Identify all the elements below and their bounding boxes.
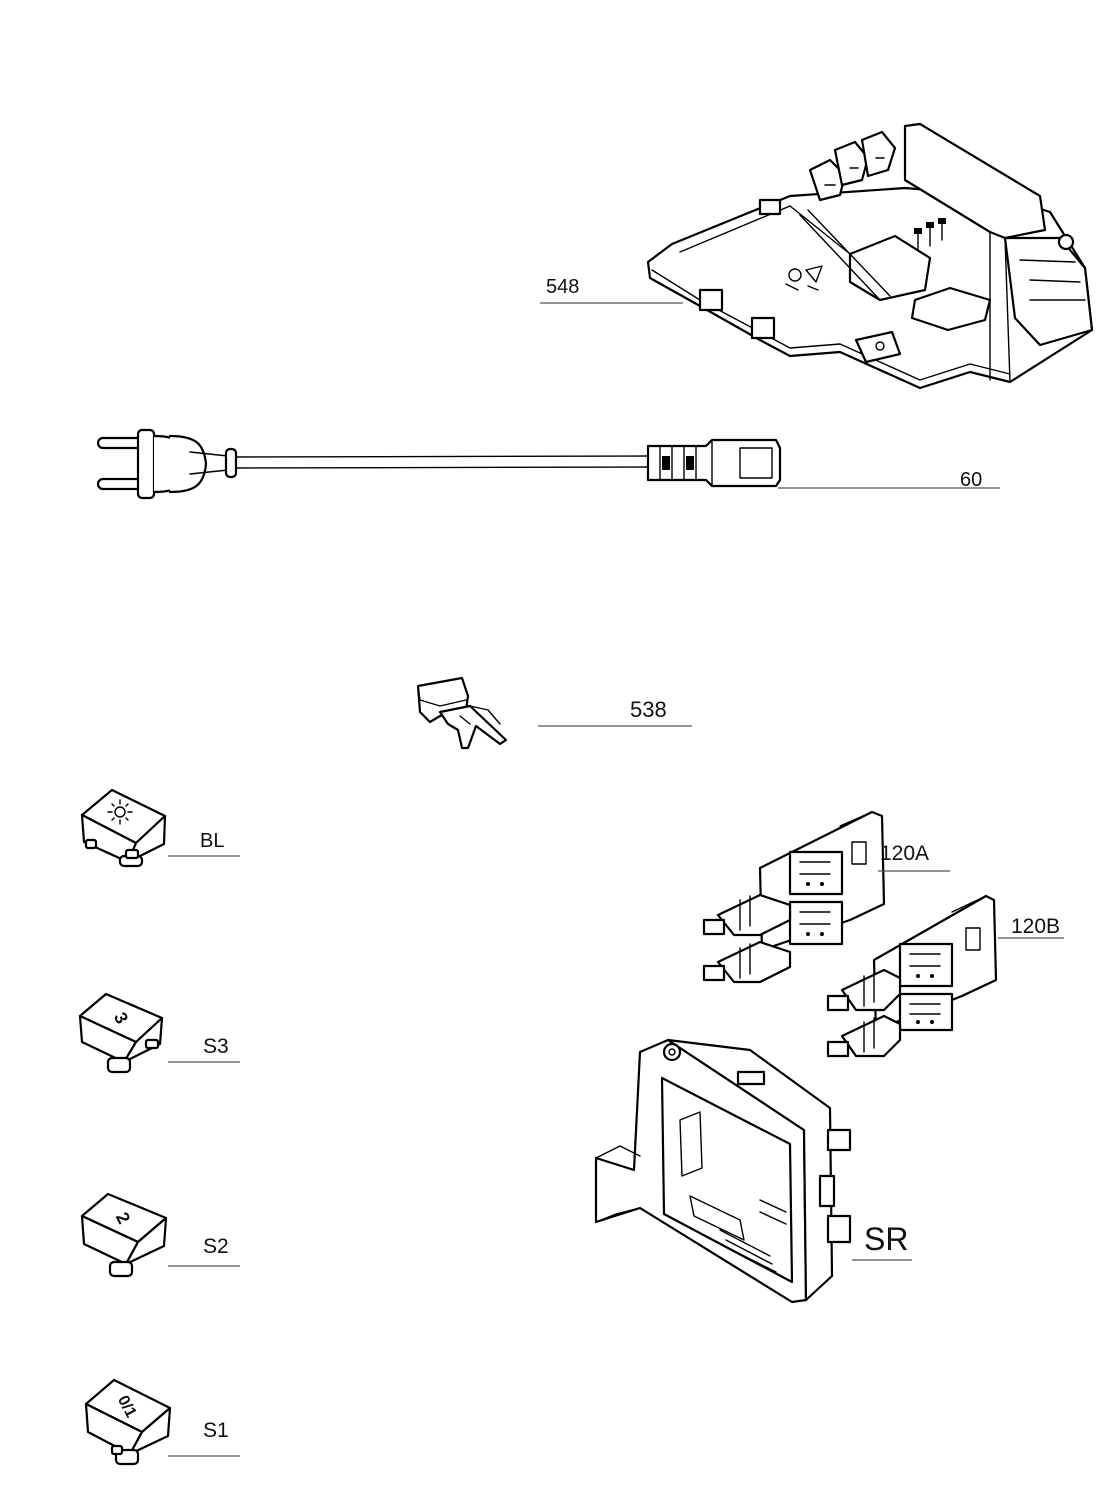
label-60: 60 [960,469,982,491]
part-548-housing [646,122,1094,390]
label-s2: S2 [203,1235,229,1258]
label-bl: BL [200,830,224,852]
part-bl-button [80,788,167,868]
label-s1: S1 [203,1419,229,1442]
part-120a-switch [702,810,886,984]
label-sr: SR [864,1221,908,1257]
label-548: 548 [546,276,579,298]
label-538: 538 [630,697,667,722]
part-120b-switch [826,894,998,1058]
part-s1-button: 0/1 [84,1378,172,1466]
part-s2-button: 2 [80,1192,168,1278]
lamp-icon [107,799,133,825]
label-120b: 120B [1011,915,1060,938]
part-60-power-cord [96,428,782,500]
part-538-clip [416,676,508,750]
part-sr-frame [594,1038,852,1304]
label-s3: S3 [203,1035,229,1058]
label-120a: 120A [880,842,929,865]
part-s3-button: 3 [78,992,164,1074]
